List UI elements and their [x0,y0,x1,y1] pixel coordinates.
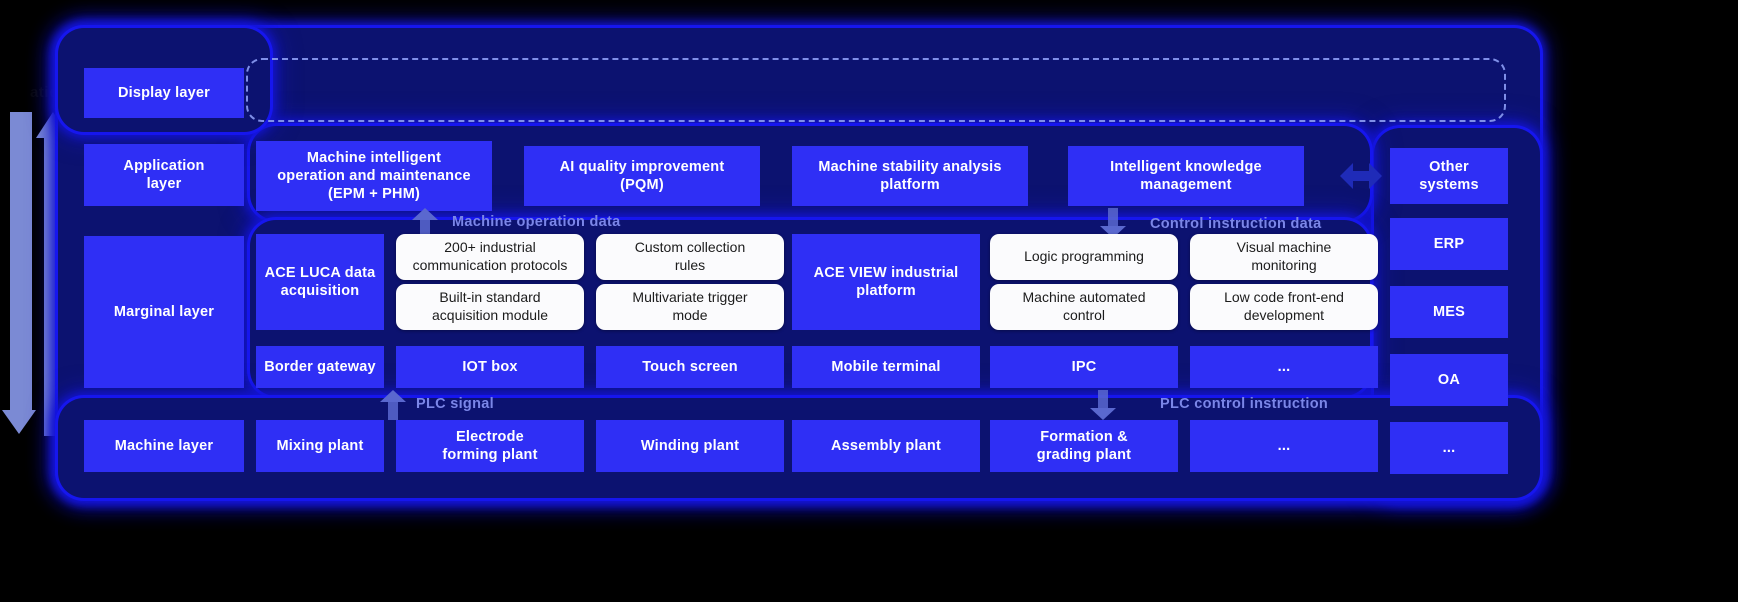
machine-item-4-line2: grading plant [1036,447,1132,463]
left-pill-3-line1: Multivariate trigger [632,289,748,306]
ace-luca-line2: acquisition [280,283,360,299]
marginal-pill-machine-automated-control[interactable]: Machine automated control [990,284,1178,330]
flow-label-control-instruction-data: Control instruction data [1150,216,1322,232]
control-instruction-data-arrow-shaft [1108,208,1118,228]
connector-right-arrowhead [1369,163,1382,189]
machine-item-formation-grading-plant[interactable]: Formation & grading plant [990,420,1178,472]
right-pill-1-line1: Visual machine [1236,239,1332,256]
left-pill-3-line2: mode [672,307,708,323]
left-pill-2-line2: acquisition module [432,307,548,323]
marginal-pill-visual-machine-monitoring[interactable]: Visual machine monitoring [1190,234,1378,280]
ace-view-line2: platform [856,283,916,299]
flow-label-machine-operation-data: Machine operation data [452,214,621,230]
plc-signal-arrow [380,390,406,420]
app-item-2-line2: platform [880,177,940,193]
left-pill-1-line2: rules [674,257,706,273]
side-item-more[interactable]: ... [1390,422,1508,474]
right-pill-3-line2: development [1243,307,1325,323]
ace-view-line1: ACE VIEW industrial [813,264,959,281]
machine-item-1-line2: forming plant [442,447,538,463]
app-item-machine-intelligent-om[interactable]: Machine intelligent operation and mainte… [256,141,492,211]
app-item-0-line1: Machine intelligent [306,149,442,166]
connector-left-arrowhead [1340,163,1353,189]
machine-item-more[interactable]: ... [1190,420,1378,472]
machine-operation-data-arrow-shaft [420,218,430,238]
side-item-other-systems[interactable]: Other systems [1390,148,1508,204]
machine-item-4-line1: Formation & [1040,428,1128,445]
plc-signal-arrowhead [380,390,406,402]
layer-label-display: Display layer [84,68,244,118]
app-item-1-line1: AI quality improvement [559,158,725,175]
app-item-0-line3: (EPM + PHM) [327,186,421,203]
plc-signal-arrow-shaft [388,400,398,420]
app-item-1-line2: (PQM) [620,177,664,193]
app-item-0-line2: operation and maintenance [277,167,471,184]
left-pill-0-line2: communication protocols [412,257,568,273]
left-pill-1-line1: Custom collection [634,239,746,256]
application-label-l1: Application [123,157,205,174]
other-systems-line1: Other [1429,158,1469,175]
machine-item-3-line1: Assembly plant [831,437,941,454]
side-item-erp[interactable]: ERP [1390,218,1508,270]
device-iot-box[interactable]: IOT box [396,346,584,388]
machine-item-2-line1: Winding plant [640,437,740,454]
marginal-pill-industrial-protocols[interactable]: 200+ industrial communication protocols [396,234,584,280]
app-item-machine-stability-analysis[interactable]: Machine stability analysis platform [792,146,1028,206]
application-label-l2: layer [146,176,182,192]
marginal-pill-custom-collection-rules[interactable]: Custom collection rules [596,234,784,280]
layer-label-machine: Machine layer [84,420,244,472]
app-item-3-line2: management [1140,177,1232,193]
machine-item-electrode-forming-plant[interactable]: Electrode forming plant [396,420,584,472]
plc-control-instruction-arrowhead [1090,408,1116,420]
machine-item-assembly-plant[interactable]: Assembly plant [792,420,980,472]
marginal-pill-low-code-front-end[interactable]: Low code front-end development [1190,284,1378,330]
systems-bidirectional-connector [1340,161,1382,191]
right-pill-1-line2: monitoring [1251,257,1317,273]
other-systems-line2: systems [1419,177,1479,193]
right-pill-2-line1: Machine automated [1022,289,1146,306]
device-border-gateway[interactable]: Border gateway [256,346,384,388]
app-item-intelligent-knowledge-management[interactable]: Intelligent knowledge management [1068,146,1304,206]
device-touch-screen[interactable]: Touch screen [596,346,784,388]
marginal-platform-ace-view[interactable]: ACE VIEW industrial platform [792,234,980,330]
side-item-oa[interactable]: OA [1390,354,1508,406]
connector-bar [1350,171,1372,181]
layer-label-application: Application layer [84,144,244,206]
right-pill-0-line1: Logic programming [1024,248,1144,265]
app-item-2-line1: Machine stability analysis [818,158,1002,175]
machine-operation-data-arrowhead [412,208,438,220]
instruction-downward-arrow-shaft [10,112,32,412]
instruction-downward-arrow-head [2,410,36,434]
machine-item-mixing-plant[interactable]: Mixing plant [256,420,384,472]
layer-label-marginal: Marginal layer [84,236,244,388]
device-ipc[interactable]: IPC [990,346,1178,388]
machine-item-0-line1: Mixing plant [276,437,364,454]
device-mobile-terminal[interactable]: Mobile terminal [792,346,980,388]
marginal-pill-multivariate-trigger[interactable]: Multivariate trigger mode [596,284,784,330]
machine-item-1-line1: Electrode [456,428,524,445]
plc-control-instruction-arrow [1090,390,1116,420]
marginal-pill-logic-programming[interactable]: Logic programming [990,234,1178,280]
right-pill-2-line2: control [1062,307,1106,323]
right-pill-3-line1: Low code front-end [1224,289,1344,306]
marginal-platform-ace-luca[interactable]: ACE LUCA data acquisition [256,234,384,330]
flow-label-plc-signal: PLC signal [416,396,494,412]
ace-luca-line1: ACE LUCA data [264,264,376,281]
display-dashed-frame [246,58,1506,122]
left-pill-0-line1: 200+ industrial [444,239,536,256]
app-item-ai-quality-improvement[interactable]: AI quality improvement (PQM) [524,146,760,206]
machine-item-winding-plant[interactable]: Winding plant [596,420,784,472]
machine-item-5-line1: ... [1277,437,1291,454]
app-item-3-line1: Intelligent knowledge [1110,158,1262,175]
side-item-mes[interactable]: MES [1390,286,1508,338]
marginal-pill-builtin-standard-module[interactable]: Built-in standard acquisition module [396,284,584,330]
plc-control-instruction-arrow-shaft [1098,390,1108,410]
left-pill-2-line1: Built-in standard [439,289,541,306]
machine-operation-data-arrow [412,208,438,238]
device-more[interactable]: ... [1190,346,1378,388]
flow-label-plc-control-instruction: PLC control instruction [1160,396,1329,412]
